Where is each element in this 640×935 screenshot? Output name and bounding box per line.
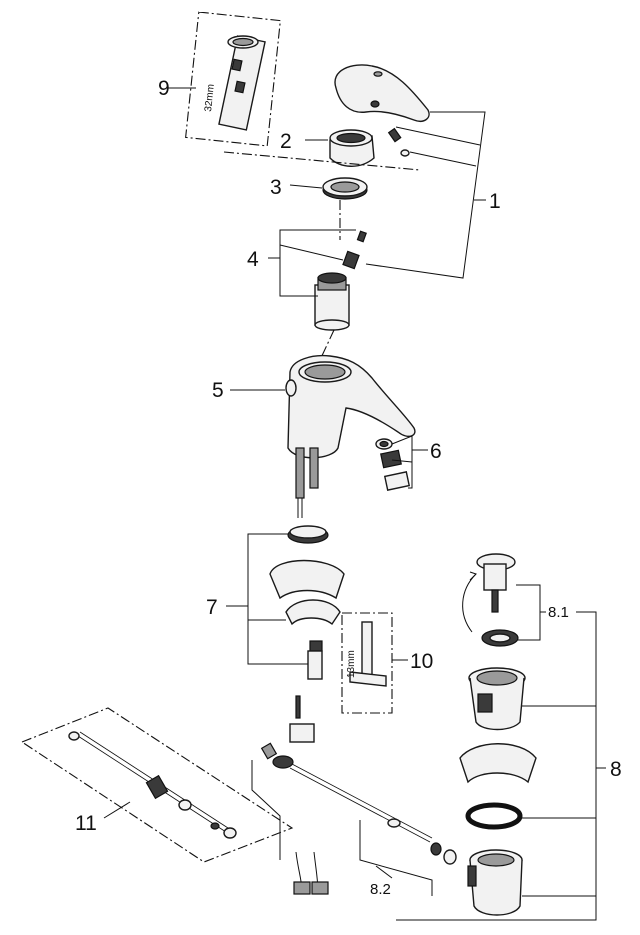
callout-6: 6 bbox=[430, 440, 442, 463]
pull-rod-assembly bbox=[251, 695, 457, 896]
part-11-pull-rod-set bbox=[20, 707, 294, 863]
callout-8: 8 bbox=[610, 758, 622, 781]
part-8-waste-set bbox=[396, 553, 606, 921]
callout-1: 1 bbox=[489, 190, 501, 213]
callout-3: 3 bbox=[270, 176, 282, 199]
lever-handle bbox=[334, 64, 430, 122]
leader-1 bbox=[365, 111, 486, 279]
callout-7: 7 bbox=[206, 596, 218, 619]
part-7-mounting-kit bbox=[226, 525, 345, 680]
callout-4: 4 bbox=[247, 248, 259, 271]
part-6-aerator bbox=[375, 435, 428, 491]
leader-4 bbox=[268, 229, 356, 297]
handle-screws bbox=[387, 127, 410, 157]
part-9-tool: 32mm bbox=[168, 11, 281, 147]
part-2-cap bbox=[305, 129, 375, 167]
callout-8-2: 8.2 bbox=[370, 881, 391, 898]
callout-11: 11 bbox=[75, 812, 97, 835]
callout-10: 10 bbox=[410, 650, 433, 673]
part-5-tap-body bbox=[230, 354, 416, 518]
part-10-key: 13mm bbox=[341, 612, 408, 714]
tool-9-dimension: 32mm bbox=[203, 84, 217, 113]
tool-10-dimension: 13mm bbox=[346, 650, 357, 678]
callout-2: 2 bbox=[280, 130, 292, 153]
callout-5: 5 bbox=[212, 379, 224, 402]
part-4-cartridge bbox=[314, 230, 367, 331]
callout-8-1: 8.1 bbox=[548, 604, 569, 621]
part-3-nut bbox=[289, 177, 368, 200]
callout-9: 9 bbox=[158, 77, 170, 100]
